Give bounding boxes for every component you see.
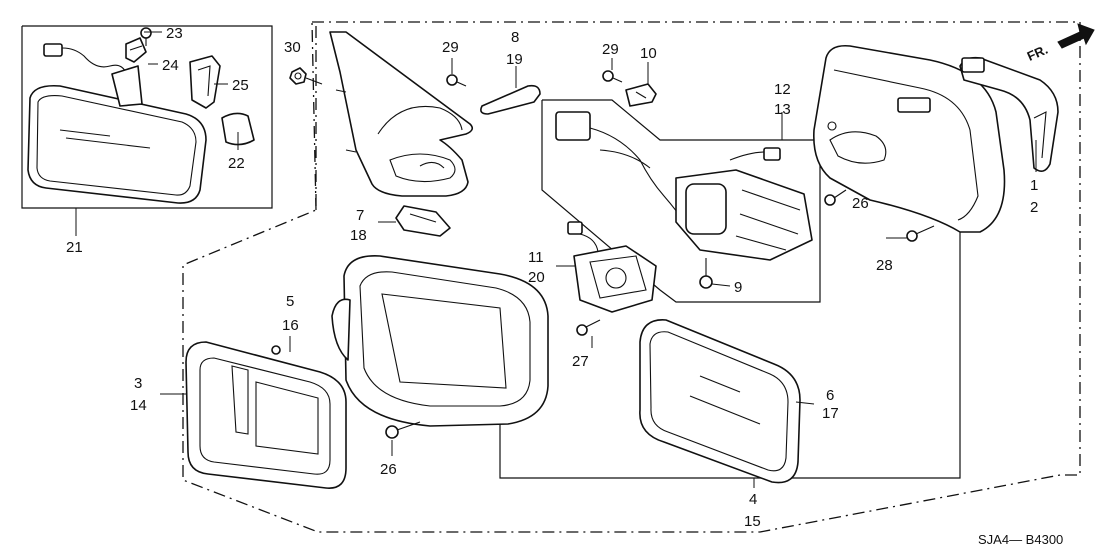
callout-3: 3 bbox=[134, 375, 142, 392]
callout-26-right: 26 bbox=[852, 195, 869, 212]
callout-19: 19 bbox=[506, 51, 523, 68]
callout-7: 7 bbox=[356, 207, 364, 224]
callout-22: 22 bbox=[228, 155, 245, 172]
screw-27 bbox=[576, 319, 601, 336]
actuator-harness bbox=[555, 111, 781, 251]
callout-10: 10 bbox=[640, 45, 657, 62]
callout-29-right: 29 bbox=[602, 41, 619, 58]
callout-23: 23 bbox=[166, 25, 183, 42]
screw-29-left bbox=[446, 74, 467, 87]
mirror-frame bbox=[185, 341, 347, 489]
nut-30 bbox=[289, 67, 307, 85]
callout-17: 17 bbox=[822, 405, 839, 422]
inner-mirror-harness bbox=[43, 43, 143, 107]
door-mirror-assembly-outline bbox=[182, 21, 1081, 533]
front-direction-arrow-icon bbox=[1057, 23, 1095, 49]
callout-13: 13 bbox=[774, 101, 791, 118]
screw-9 bbox=[699, 258, 713, 289]
mirror-cover-25 bbox=[189, 55, 221, 109]
callout-25: 25 bbox=[232, 77, 249, 94]
callout-21: 21 bbox=[66, 239, 83, 256]
screw-23 bbox=[140, 27, 152, 46]
callout-12: 12 bbox=[774, 81, 791, 98]
diagram-code: SJA4— B4300 bbox=[978, 532, 1063, 547]
callout-16: 16 bbox=[282, 317, 299, 334]
mirror-clip-24 bbox=[125, 37, 147, 63]
callout-20: 20 bbox=[528, 269, 545, 286]
callout-26-left: 26 bbox=[380, 461, 397, 478]
callout-11: 11 bbox=[528, 249, 544, 266]
callout-27: 27 bbox=[572, 353, 589, 370]
callout-8: 8 bbox=[511, 29, 519, 46]
screw-26-right bbox=[824, 189, 847, 206]
callout-2: 2 bbox=[1030, 199, 1038, 216]
mirror-housing bbox=[331, 255, 549, 427]
mirror-cap bbox=[813, 44, 1006, 233]
callout-1: 1 bbox=[1030, 177, 1038, 194]
callout-6: 6 bbox=[826, 387, 834, 404]
clip-7 bbox=[395, 205, 451, 237]
callout-24: 24 bbox=[162, 57, 179, 74]
screw-29-right bbox=[602, 70, 623, 83]
direction-label: FR. bbox=[1025, 42, 1050, 64]
mirror-base bbox=[329, 31, 474, 197]
callout-9: 9 bbox=[734, 279, 742, 296]
callout-29-left: 29 bbox=[442, 39, 459, 56]
garnish-8 bbox=[480, 84, 541, 115]
actuator-12 bbox=[675, 169, 813, 261]
callout-15: 15 bbox=[744, 513, 761, 530]
mirror-cover-22 bbox=[221, 112, 255, 146]
screw-28 bbox=[906, 225, 935, 242]
callout-14: 14 bbox=[130, 397, 147, 414]
inner-mirror bbox=[27, 84, 207, 204]
inner-mirror-group-box bbox=[21, 25, 273, 236]
turn-signal-lamp bbox=[959, 56, 1059, 172]
callout-4: 4 bbox=[749, 491, 757, 508]
callout-18: 18 bbox=[350, 227, 367, 244]
callout-5: 5 bbox=[286, 293, 294, 310]
screw-26-left bbox=[385, 421, 421, 439]
callout-30: 30 bbox=[284, 39, 301, 56]
clip-10 bbox=[625, 83, 657, 107]
callout-labels: 1 2 3 14 4 15 5 16 6 17 7 18 8 19 9 10 1… bbox=[66, 25, 1038, 530]
mirror-assembly-group-box bbox=[499, 232, 961, 479]
mirror-glass bbox=[639, 319, 801, 484]
mirror-motor bbox=[567, 221, 657, 313]
leader-lines bbox=[144, 31, 1037, 488]
callout-28: 28 bbox=[876, 257, 893, 274]
